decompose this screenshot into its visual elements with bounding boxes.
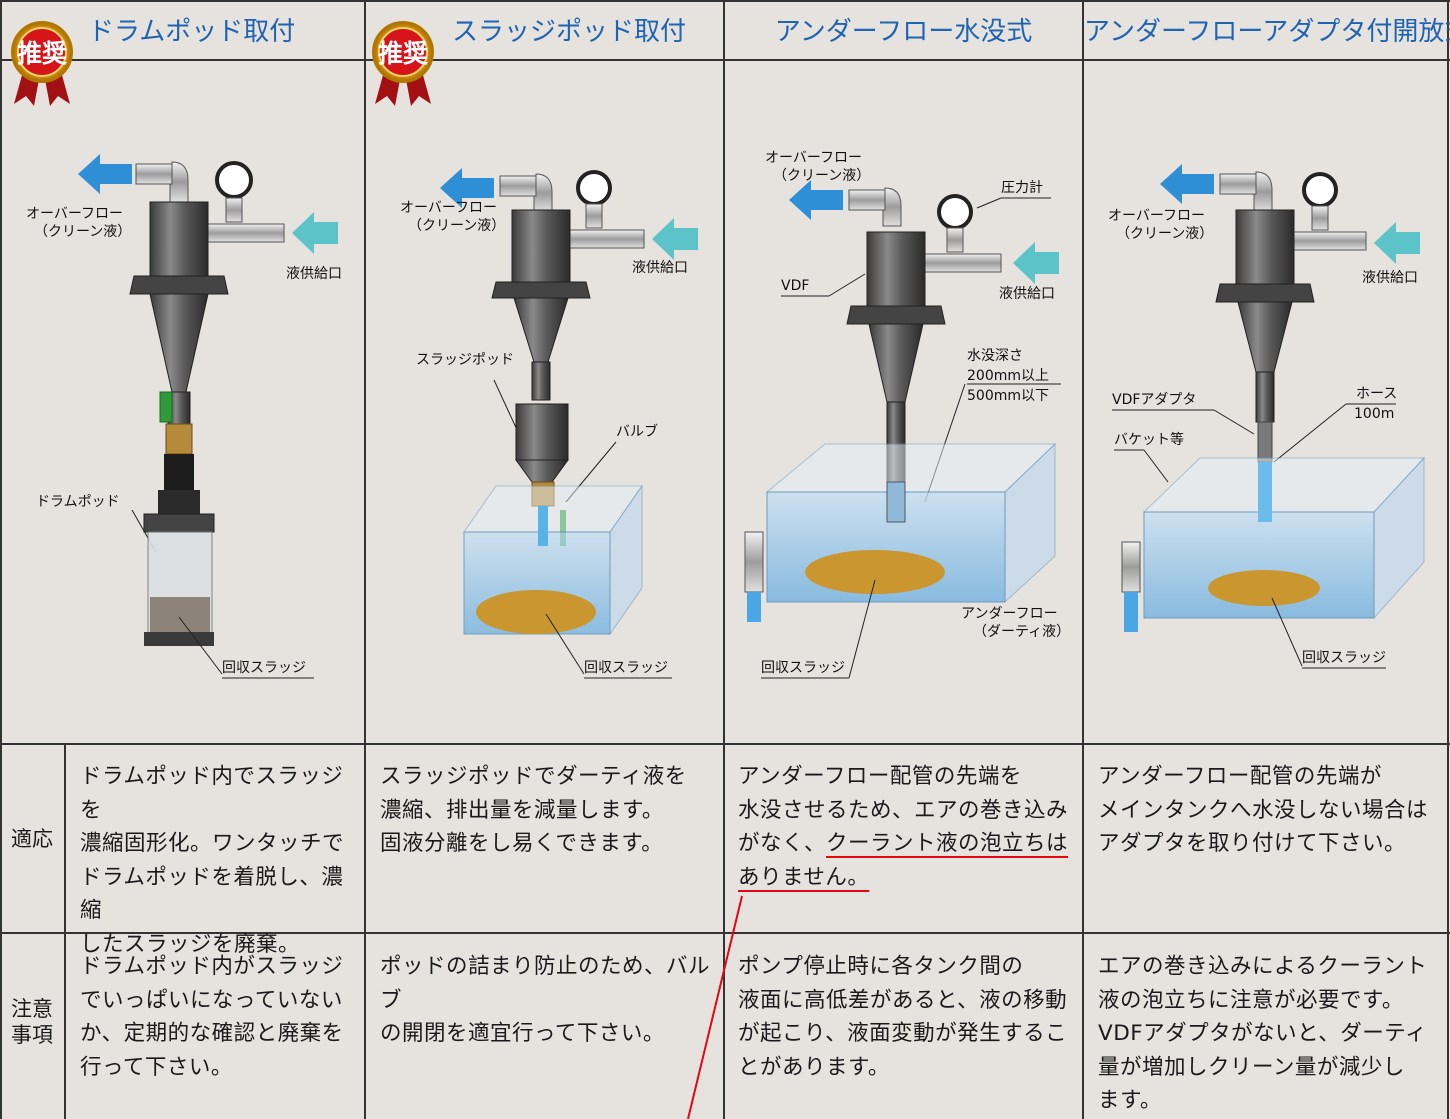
inlet-arrow-icon <box>1374 222 1420 264</box>
sludge-pod-label: スラッジポッド <box>416 352 514 368</box>
inlet-label: 液供給口 <box>286 266 342 282</box>
row-header-divider <box>64 743 66 1119</box>
apply-text: スラッジポッドでダーティ液を 濃縮、排出量を減量します。 固液分離をし易くできま… <box>380 764 687 856</box>
vdf-adapter-label: VDFアダプタ <box>1112 392 1196 408</box>
pressure-gauge-label: 圧力計 <box>1001 180 1043 196</box>
inlet-label: 液供給口 <box>1362 270 1418 286</box>
submerged-underflow-illustration: オーバーフロー （クリーン液） 圧力計 液供給口 VDF 水没深さ 200mm以… <box>744 150 1070 679</box>
depth-min-label: 200mm以上 <box>967 368 1049 384</box>
apply-text-part: アンダーフロー配管の先端を 水没させるため、エアの巻き込み がなく、 <box>738 764 1069 856</box>
overflow-label: オーバーフロー <box>765 150 862 166</box>
overflow-label: オーバーフロー <box>1108 208 1205 224</box>
row-label-apply: 適応 <box>11 827 53 851</box>
header-divider <box>0 59 1450 61</box>
sludge-label: 回収スラッジ <box>761 660 845 676</box>
table-border-left <box>0 0 2 1119</box>
note-text: ドラムポッド内がスラッジ でいっぱいになっていない か、定期的な確認と廃棄を 行… <box>80 954 344 1080</box>
table-border-top <box>0 0 1450 2</box>
column-divider <box>723 0 725 1119</box>
overflow-arrow-icon <box>440 168 494 208</box>
underflow-label: アンダーフロー <box>961 606 1058 622</box>
underflow-sub-label: （ダーティ液） <box>973 624 1070 640</box>
badge-text: 推奨 <box>378 39 429 68</box>
column-title: スラッジポッド取付 <box>452 17 687 47</box>
apply-text-highlight: クーラント液の泡立ちは <box>826 831 1069 856</box>
overflow-arrow-icon <box>789 180 843 220</box>
apply-text: ドラムポッド内でスラッジを 濃縮固形化。ワンタッチで ドラムポッドを着脱し、濃縮… <box>80 764 345 957</box>
sludge-pod-illustration: オーバーフロー （クリーン液） 液供給口 スラッジポッド バルブ 回収スラッジ <box>400 168 698 679</box>
illustration-divider <box>0 743 1450 745</box>
note-text: ポンプ停止時に各タンク間の 液面に高低差があると、液の移動 が起こり、液面変動が… <box>738 954 1068 1080</box>
apply-text: アンダーフロー配管の先端を 水没させるため、エアの巻き込み がなく、クーラント液… <box>738 760 1078 894</box>
hose-label: ホース <box>1356 386 1397 402</box>
hose-length-label: 100m <box>1354 406 1394 422</box>
row-label-note-1: 注意 <box>11 997 53 1021</box>
drum-pod-label: ドラムポッド <box>36 494 120 510</box>
overflow-sub-label: （クリーン液） <box>1116 226 1213 242</box>
inlet-arrow-icon <box>652 218 698 260</box>
column-divider <box>364 0 366 1119</box>
overflow-sub-label: （クリーン液） <box>773 168 870 184</box>
apply-text: アンダーフロー配管の先端が メインタンクへ水没しない場合は アダプタを取り付けて… <box>1098 764 1429 856</box>
overflow-label: オーバーフロー <box>26 206 123 222</box>
overflow-sub-label: （クリーン液） <box>408 218 505 234</box>
bucket-label: バケット等 <box>1114 431 1184 448</box>
overflow-arrow-icon <box>1160 164 1214 204</box>
sludge-label: 回収スラッジ <box>1302 650 1386 666</box>
badge-text: 推奨 <box>17 39 68 68</box>
depth-max-label: 500mm以下 <box>967 388 1049 404</box>
table-border-right <box>1447 0 1449 1119</box>
sludge-label: 回収スラッジ <box>222 660 306 676</box>
depth-label: 水没深さ <box>967 348 1023 364</box>
valve-label: バルブ <box>616 423 658 440</box>
overflow-sub-label: （クリーン液） <box>34 224 131 240</box>
note-text: ポッドの詰まり防止のため、バルブ の開閉を適宜行って下さい。 <box>380 954 711 1046</box>
apply-text-part: ありません。 <box>738 864 870 890</box>
row-label-note-2: 事項 <box>11 1023 53 1047</box>
pressure-gauge-icon <box>215 161 253 199</box>
column-title: アンダーフローアダプタ付開放式 <box>1084 17 1450 47</box>
inlet-arrow-icon <box>292 212 338 254</box>
recommended-badge-icon: 推奨 <box>372 21 434 106</box>
column-title: ドラムポッド取付 <box>88 17 296 47</box>
vdf-label: VDF <box>781 278 809 294</box>
column-divider <box>1082 0 1084 1119</box>
recommended-badge-icon: 推奨 <box>11 21 73 106</box>
inlet-label: 液供給口 <box>999 286 1055 302</box>
column-title: アンダーフロー水没式 <box>774 17 1033 47</box>
overflow-label: オーバーフロー <box>400 200 497 216</box>
overflow-arrow-icon <box>78 154 132 194</box>
adapter-open-illustration: オーバーフロー （クリーン液） 液供給口 VDFアダプタ ホース 100m バケ… <box>1108 164 1426 669</box>
note-text: エアの巻き込みによるクーラント 液の泡立ちに注意が必要です。 VDFアダプタがな… <box>1098 954 1428 1113</box>
inlet-arrow-icon <box>1013 242 1059 284</box>
inlet-label: 液供給口 <box>632 260 688 276</box>
row-divider <box>0 932 1450 934</box>
sludge-label: 回収スラッジ <box>584 660 668 676</box>
drum-pod-illustration: オーバーフロー （クリーン液） 液供給口 ドラムポッド 回収スラッジ <box>26 154 342 679</box>
